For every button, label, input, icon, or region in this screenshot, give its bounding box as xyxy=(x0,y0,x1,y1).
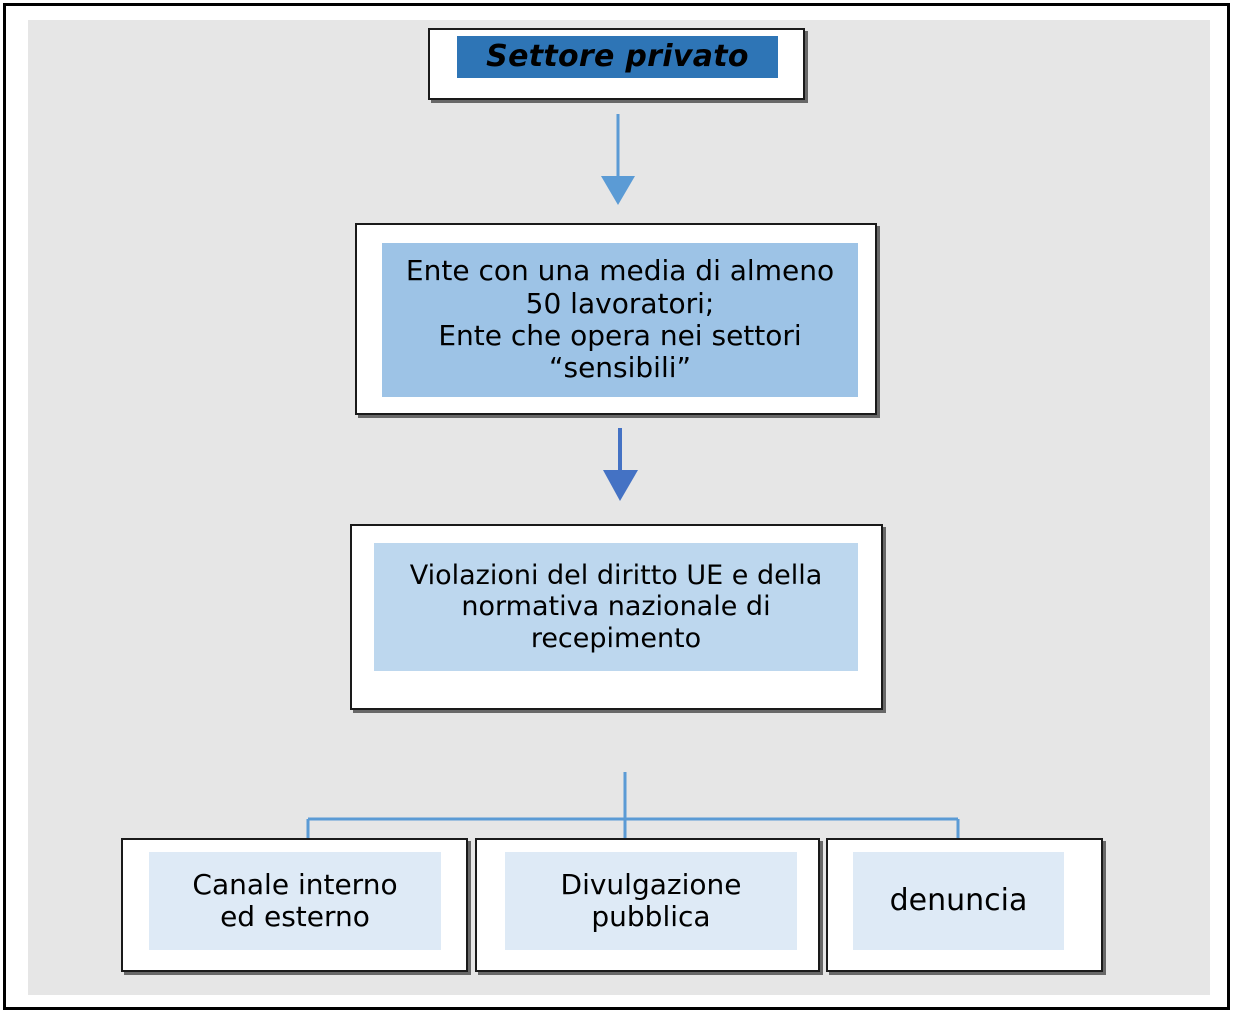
node-ente-label: Ente con una media di almeno 50 lavorato… xyxy=(382,243,858,397)
node-denuncia-label: denuncia xyxy=(853,852,1064,950)
node-canale-interno-ed-esterno-label: Canale interno ed esterno xyxy=(149,852,441,950)
node-violazioni-label: Violazioni del diritto UE e della normat… xyxy=(374,543,858,671)
node-divulgazione-pubblica-label: Divulgazione pubblica xyxy=(505,852,797,950)
node-settore-privato-label: Settore privato xyxy=(457,36,778,78)
